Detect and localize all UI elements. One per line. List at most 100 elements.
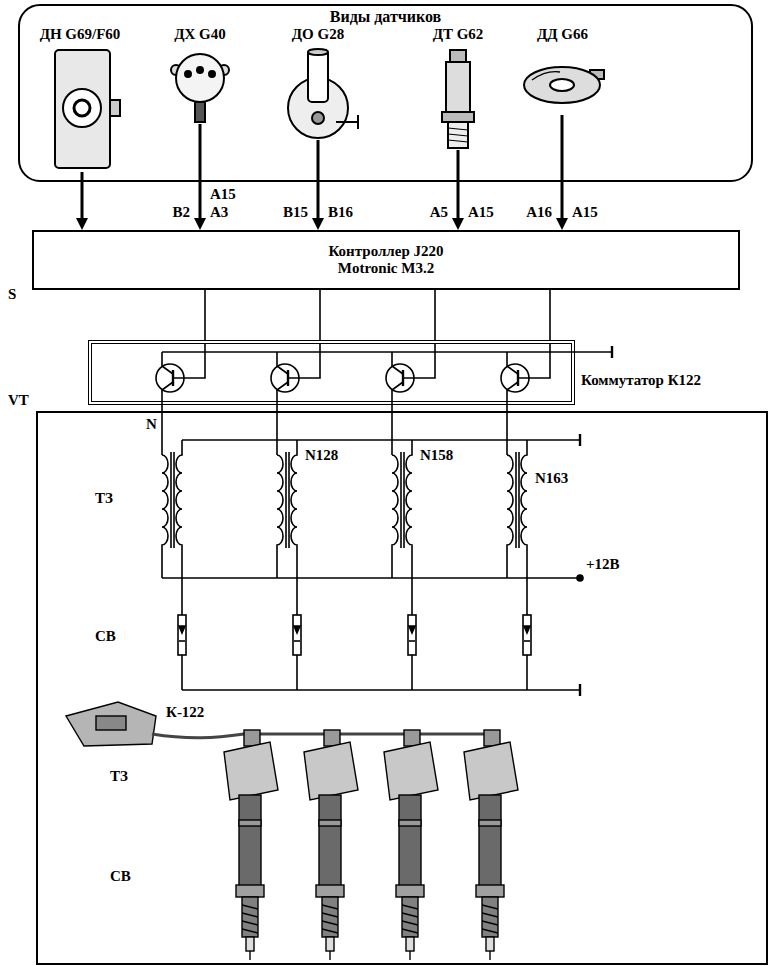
- controller-name: Контроллер J220 Motronic M3.2: [304, 243, 469, 277]
- sensor-icons: [336, 121, 358, 123]
- sensor-name: ДД G66: [517, 26, 608, 43]
- sensor-unit: ДО G28: [270, 26, 366, 140]
- sensor-name: ДХ G40: [157, 26, 243, 43]
- coil-block: [277, 440, 301, 690]
- part-label: СВ: [95, 628, 116, 645]
- sensor-icons: [446, 62, 470, 112]
- sensor-icons: [442, 112, 474, 122]
- coil-block: [577, 575, 583, 581]
- coil-on-plug-illustration: [464, 730, 518, 960]
- coil-on-plug-illustration: [224, 730, 278, 960]
- coil-block: [37, 412, 767, 964]
- part-label: N158: [420, 447, 453, 464]
- sensor-icons: [55, 49, 604, 168]
- control-wire: [434, 290, 436, 340]
- coil-on-plug-illustration: [304, 730, 358, 960]
- part-label: N128: [305, 447, 338, 464]
- sensor-icons: [450, 50, 466, 62]
- sensor-icons: [110, 100, 120, 116]
- part-label: +12В: [586, 556, 620, 573]
- sensor-icons: [63, 89, 101, 127]
- signal-arrow: [199, 124, 202, 222]
- commutator-wiring: [162, 351, 612, 353]
- sensor-icons: [308, 50, 328, 102]
- sensor-icons: [357, 115, 359, 129]
- commutator-wiring: [271, 344, 320, 455]
- sensor-icons: [532, 72, 560, 80]
- part-label: N: [146, 416, 157, 433]
- coil-block: [579, 684, 581, 696]
- sensor-name: ДТ G62: [420, 26, 496, 43]
- sensor-icons: [524, 67, 600, 103]
- sensor-icons: [448, 134, 468, 136]
- signal-arrow: [457, 150, 460, 222]
- pin-label: A5: [430, 204, 448, 221]
- sensor-icons: [448, 140, 468, 142]
- pin-label: B2: [172, 204, 190, 221]
- part-label: СВ: [110, 868, 131, 885]
- sensor-icons: [448, 128, 468, 130]
- sensor-unit: ДН G69/F60: [22, 26, 138, 172]
- commutator-wiring: [611, 346, 613, 358]
- part-label: ТЗ: [95, 490, 113, 507]
- part-label: К-122: [166, 704, 204, 721]
- coil-block: [182, 689, 580, 691]
- commutator-wiring: [386, 344, 435, 455]
- sensor-icons: [55, 50, 110, 168]
- sensor-name: ДО G28: [270, 26, 366, 43]
- pin-label: A15: [572, 204, 598, 221]
- coil-block: [162, 440, 186, 690]
- coil-block: [579, 434, 581, 446]
- pin-label: A16: [526, 204, 552, 221]
- sensor-icons: [176, 54, 224, 102]
- part-label: N163: [535, 470, 568, 487]
- pin-label: B15: [283, 204, 308, 221]
- coil-block: [162, 577, 580, 579]
- controller-box: Контроллер J220 Motronic M3.2: [32, 230, 740, 290]
- part-label: ТЗ: [110, 768, 128, 785]
- sensor-icons: [312, 112, 324, 124]
- control-wire: [319, 290, 321, 340]
- control-wire: [549, 290, 551, 340]
- sensor-icons: [195, 102, 205, 122]
- sensor-unit: ДТ G62: [420, 26, 496, 150]
- pin-label: A3: [210, 204, 228, 221]
- coil-on-plug-illustration: [384, 730, 438, 960]
- commutator-box: Коммутатор К122: [88, 340, 575, 405]
- sensor-icons: [550, 79, 574, 91]
- pin-label: B16: [328, 204, 353, 221]
- sensor-icons: [185, 71, 191, 77]
- commutator-wiring: [501, 344, 550, 455]
- part-label: S: [8, 286, 16, 303]
- coil-on-plug-illustration: [96, 716, 126, 730]
- commutator-wiring: [156, 344, 612, 455]
- signal-arrow: [81, 172, 84, 222]
- control-wire: [204, 290, 206, 340]
- sensor-unit: ДД G66: [517, 26, 608, 115]
- coil-block: [507, 440, 531, 690]
- sensor-icons: [197, 67, 203, 73]
- sensor-panel: Виды датчиковДН G69/F60 ДХ G40 ДО G28 ДТ G6…: [18, 4, 753, 182]
- sensor-name: ДН G69/F60: [22, 26, 138, 43]
- panel-title: Виды датчиков: [20, 6, 751, 25]
- sensor-unit: ДХ G40: [157, 26, 243, 124]
- coil-block: [392, 440, 416, 690]
- commutator-wiring: [156, 344, 205, 455]
- coil-on-plug-illustration: [66, 702, 518, 960]
- sensor-icons: [308, 49, 328, 55]
- coil-on-plug-illustration: [66, 702, 156, 746]
- part-label: VT: [8, 392, 29, 409]
- commutator-name: Коммутатор К122: [581, 372, 701, 389]
- coil-on-plug-illustration: [152, 734, 484, 738]
- signal-arrow: [561, 115, 564, 222]
- coil-block: [182, 439, 580, 441]
- sensor-icons: [74, 100, 90, 116]
- pin-label: A15: [210, 186, 236, 203]
- sensor-icons: [209, 71, 215, 77]
- pin-label: A15: [468, 204, 494, 221]
- sensor-icons: [448, 122, 468, 148]
- coil-block: [37, 412, 767, 964]
